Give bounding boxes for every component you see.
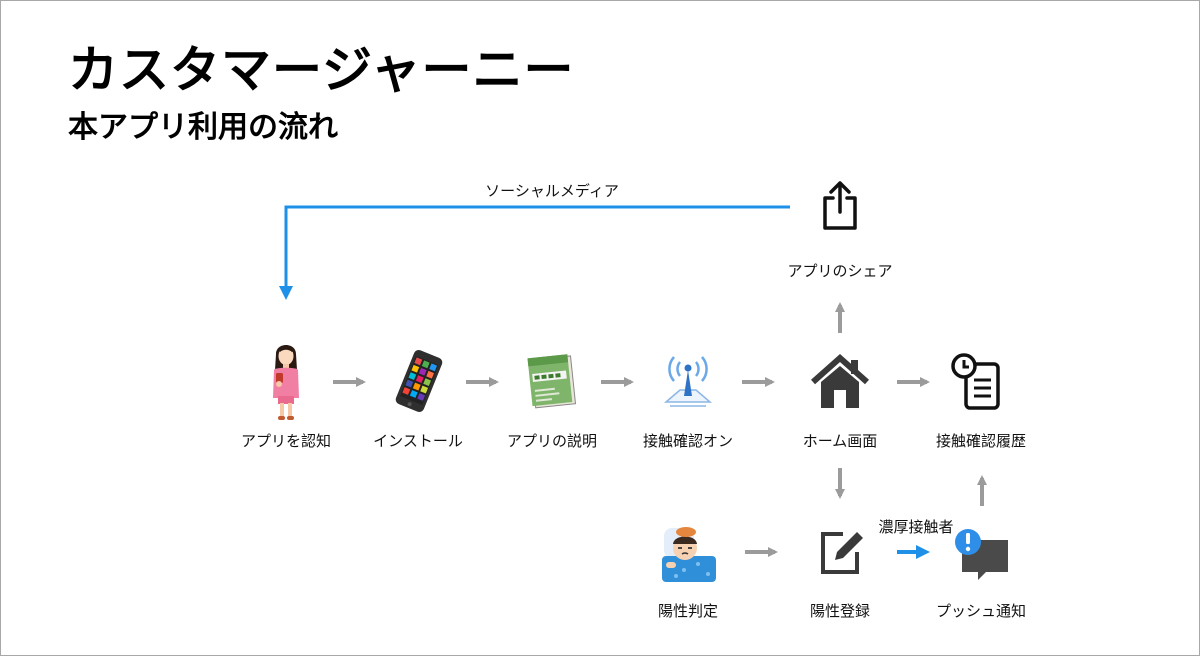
home-icon [811, 354, 869, 408]
node-label-install: インストール [373, 432, 463, 450]
node-label-contact-check-on: 接触確認オン [642, 432, 734, 450]
social-media-label: ソーシャルメディア [485, 182, 619, 200]
clock-clipboard-icon [951, 353, 1000, 410]
node-label-positive-registration: 陽性登録 [809, 602, 871, 620]
manual-book-icon [527, 354, 577, 409]
node-label-app-share: アプリのシェア [787, 262, 893, 280]
page-subtitle: 本アプリ利用の流れ [68, 110, 338, 145]
node-label-app-awareness: アプリを認知 [240, 432, 332, 450]
smartphone-icon [395, 350, 443, 412]
social-media-arrow [279, 205, 790, 300]
node-label-push-notification: プッシュ通知 [935, 602, 1027, 620]
node-label-home-screen: ホーム画面 [802, 432, 878, 450]
node-label-contact-history: 接触確認履歴 [935, 432, 1027, 450]
node-label-positive-diagnosis: 陽性判定 [657, 602, 719, 620]
sick-person-icon [662, 527, 716, 582]
page-title: カスタマージャーニー [68, 41, 575, 99]
close-contact-label: 濃厚接触者 [878, 518, 954, 536]
woman-with-phone-icon [273, 345, 299, 420]
share-icon [823, 181, 857, 230]
node-label-app-explanation: アプリの説明 [506, 432, 598, 450]
alert-message-icon [955, 529, 1008, 580]
signal-antenna-icon [663, 356, 713, 407]
edit-icon [821, 532, 863, 574]
